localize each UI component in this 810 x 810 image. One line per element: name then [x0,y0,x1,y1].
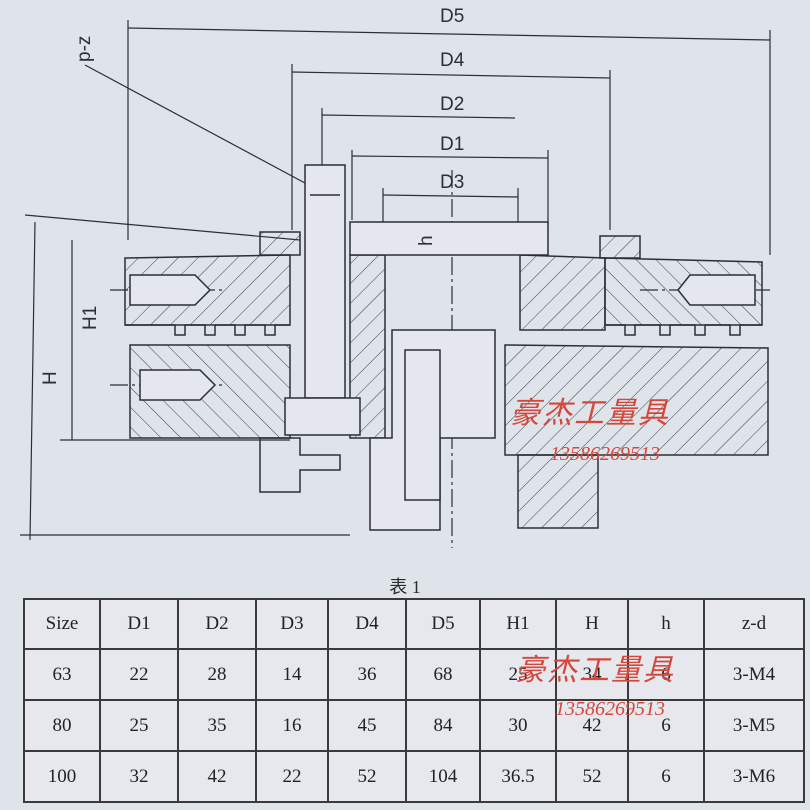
table-cell: 3-M5 [703,699,805,752]
label-d2: D2 [440,94,464,115]
table-cell: 36.5 [479,750,557,803]
table-cell: 14 [255,648,329,701]
table-cell: 84 [405,699,481,752]
table-cell: 45 [327,699,407,752]
table-caption: 表 1 [389,577,421,597]
table-cell: 32 [99,750,179,803]
spec-table: Size D1 D2 D3 D4 D5 H1 H h z-d 63 22 28 … [23,598,805,803]
table-cell: 3-M6 [703,750,805,803]
table-cell: 3-M4 [703,648,805,701]
chuck-cross-section-drawing: D5 D4 D2 D1 D3 p-z h H1 H [20,6,771,548]
table-cell: 25 [479,648,557,701]
watermark-brand-table: 豪杰工量具 [515,654,675,687]
label-d4: D4 [440,50,465,71]
table-cell: 68 [405,648,481,701]
header-cell: h [627,598,705,650]
table-cell: 52 [327,750,407,803]
table-cell: 36 [327,648,407,701]
table-cell: 6 [627,699,705,752]
watermark-phone-drawing: 13586269513 [550,443,660,465]
header-cell: D3 [255,598,329,650]
label-h-big: H [40,371,61,385]
table-cell: 35 [177,699,257,752]
header-cell: z-d [703,598,805,650]
label-h1: H1 [80,306,101,330]
header-cell: D5 [405,598,481,650]
label-h-small: h [416,235,437,246]
watermark-phone-table: 13586269513 [555,698,665,720]
chuck-body [124,164,769,531]
table-cell: 16 [255,699,329,752]
table-cell: 100 [23,750,101,803]
table-cell: 28 [177,648,257,701]
table-row: 80 25 35 16 45 84 30 42 6 3-M5 [23,699,805,752]
table-header-row: Size D1 D2 D3 D4 D5 H1 H h z-d [23,598,805,650]
table-cell: 6 [627,648,705,701]
watermark-brand-drawing: 豪杰工量具 [510,397,670,430]
table-cell: 63 [23,648,101,701]
label-d3: D3 [440,172,464,193]
table-cell: 80 [23,699,101,752]
table-row: 63 22 28 14 36 68 25 34 6 3-M4 [23,648,805,701]
table-cell: 25 [99,699,179,752]
header-cell: D1 [99,598,179,650]
table-cell: 42 [177,750,257,803]
table-cell: 34 [555,648,629,701]
header-cell: H1 [479,598,557,650]
label-d5: D5 [440,6,464,27]
table-cell: 22 [255,750,329,803]
label-d1: D1 [440,134,464,155]
table-row: 100 32 42 22 52 104 36.5 52 6 3-M6 [23,750,805,803]
label-pz: p-z [74,36,95,62]
table-cell: 42 [555,699,629,752]
table-cell: 52 [555,750,629,803]
header-cell: H [555,598,629,650]
table-cell: 104 [405,750,481,803]
header-cell: D4 [327,598,407,650]
header-cell: Size [23,598,101,650]
table-cell: 6 [627,750,705,803]
header-cell: D2 [177,598,257,650]
table-cell: 22 [99,648,179,701]
table-cell: 30 [479,699,557,752]
